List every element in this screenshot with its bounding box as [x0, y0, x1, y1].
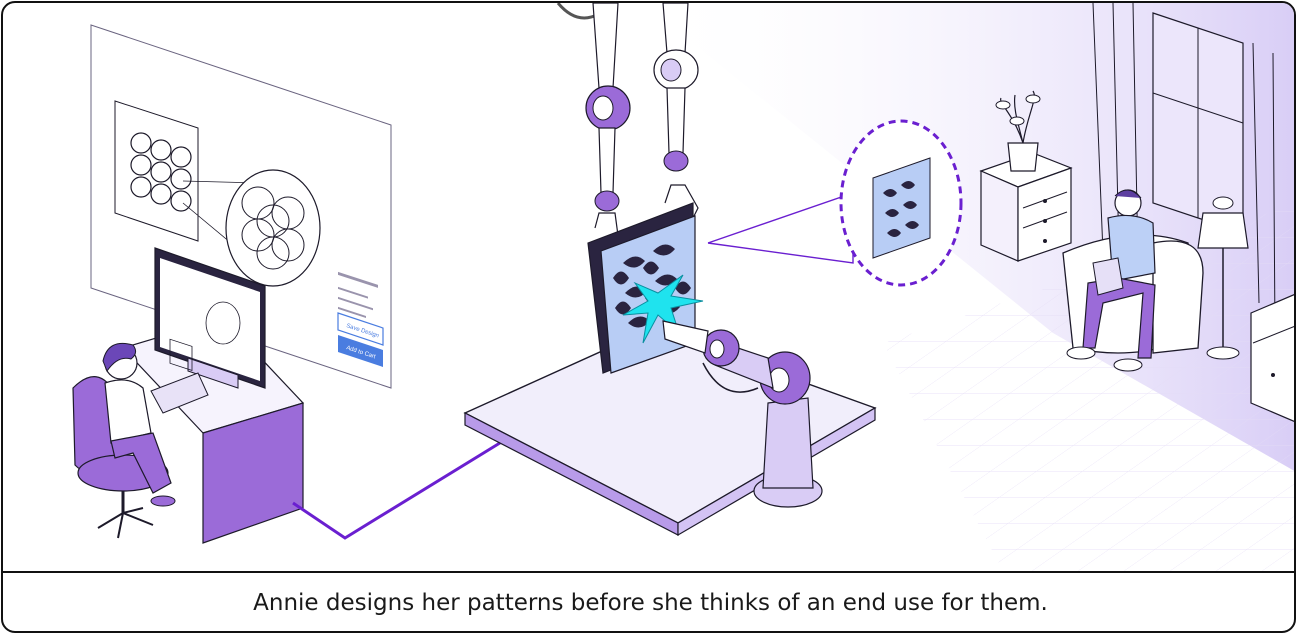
annie-at-desk [72, 247, 305, 544]
callout-framed-tile [707, 119, 963, 287]
illustration-scene: Save Design Add to Cart [3, 3, 1294, 573]
overhead-robot-arms [556, 3, 699, 254]
data-cable [292, 436, 509, 540]
caption-text: Annie designs her patterns before she th… [253, 590, 1048, 616]
factory-illustration: Save Design Add to Cart [72, 3, 1294, 571]
living-room [643, 3, 1294, 571]
cabinet [1250, 294, 1294, 422]
floor-robot-arm [662, 320, 823, 508]
man-reading-in-armchair [1062, 189, 1204, 372]
potted-plant [995, 90, 1041, 172]
sparks-icon [622, 274, 704, 344]
floor-lamp [1197, 196, 1249, 360]
workshop-platform [463, 327, 877, 537]
